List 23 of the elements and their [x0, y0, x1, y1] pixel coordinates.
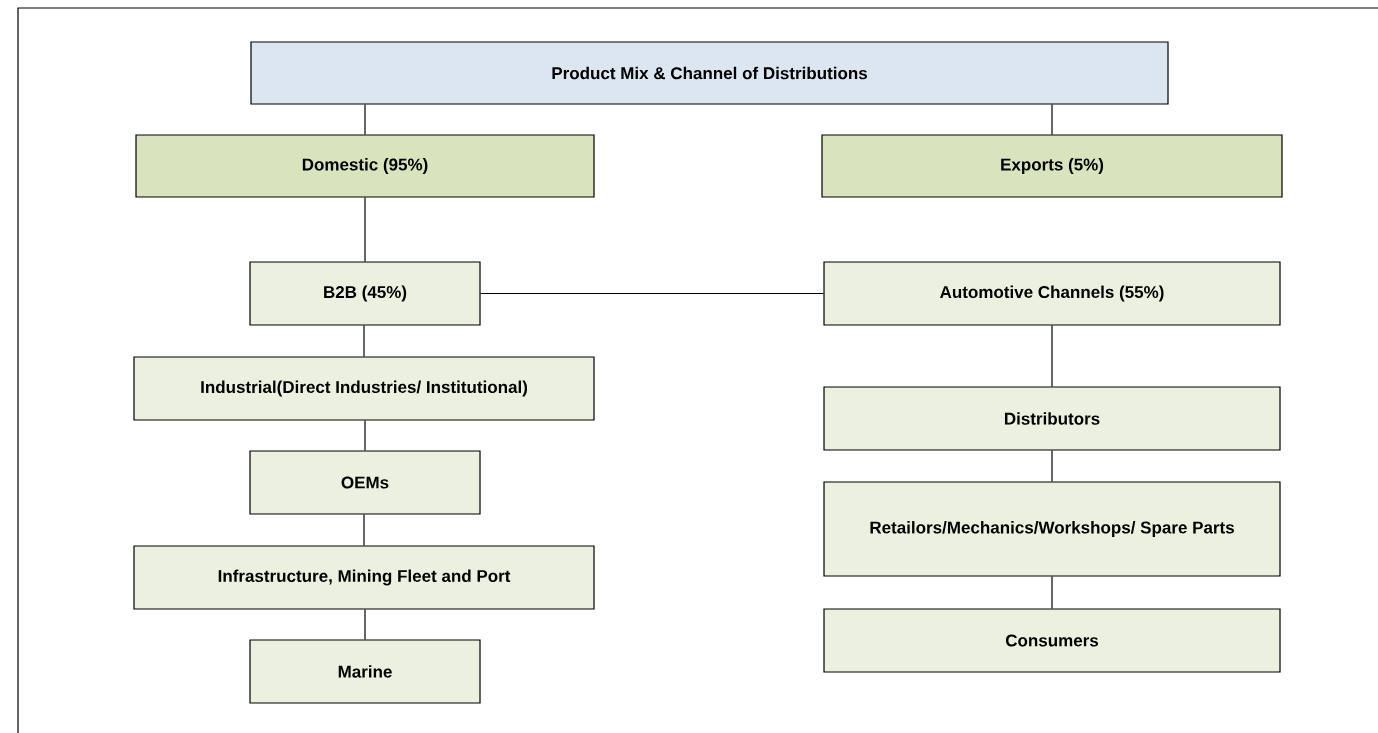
connector-line — [363, 325, 365, 357]
connector-line — [1051, 325, 1053, 387]
channel-box: Marine — [249, 639, 481, 704]
channel-box: Retailors/Mechanics/Workshops/ Spare Parts — [823, 481, 1281, 577]
connector-line — [480, 292, 824, 295]
connector-line — [364, 197, 366, 262]
channel-box: Automotive Channels (55%) — [823, 261, 1281, 326]
connector-line — [1051, 104, 1053, 135]
connector-line — [363, 514, 365, 546]
channel-box: Distributors — [823, 386, 1281, 451]
connector-line — [1051, 450, 1053, 482]
connector-line — [364, 609, 366, 640]
connector-line — [364, 420, 366, 451]
connector-line — [1051, 576, 1053, 609]
channel-box: Industrial(Direct Industries/ Institutional) — [133, 356, 595, 421]
connector-line — [364, 104, 366, 135]
title-box: Product Mix & Channel of Distributions — [250, 41, 1169, 105]
category-box: Domestic (95%) — [135, 134, 595, 198]
channel-box: B2B (45%) — [249, 261, 481, 326]
channel-box: OEMs — [249, 450, 481, 515]
channel-box: Infrastructure, Mining Fleet and Port — [133, 545, 595, 610]
channel-box: Consumers — [823, 608, 1281, 673]
category-box: Exports (5%) — [821, 134, 1283, 198]
